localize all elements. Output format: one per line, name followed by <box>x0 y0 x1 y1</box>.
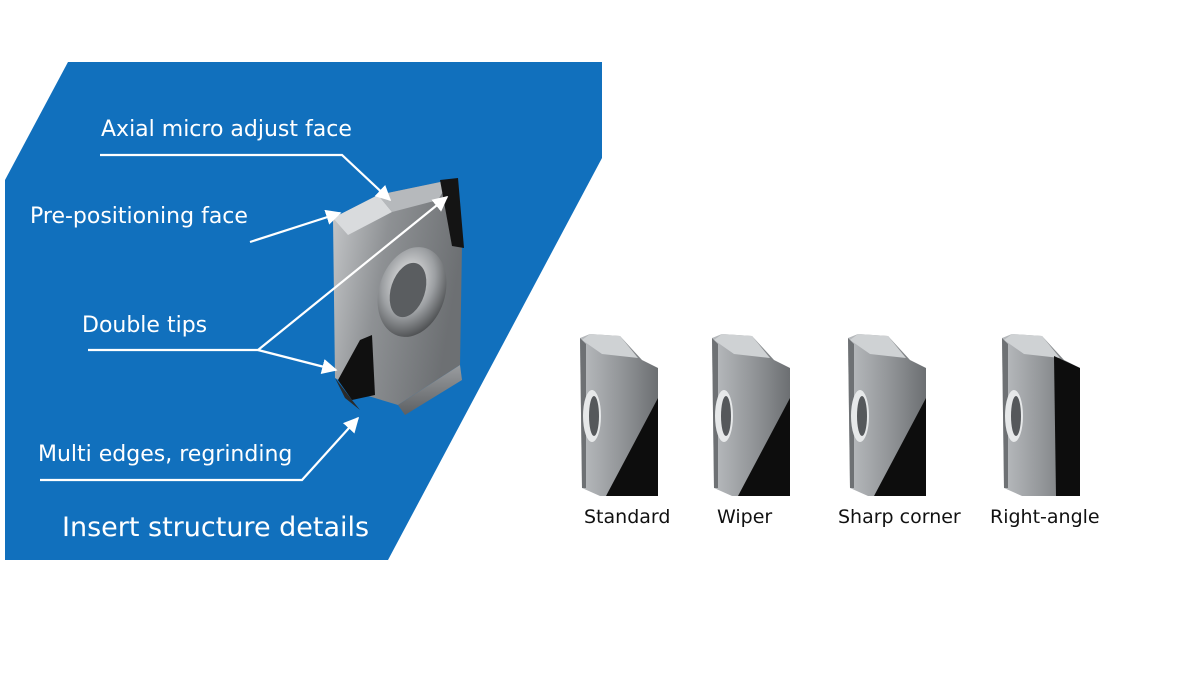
variant-insert-wiper-icon <box>712 334 790 496</box>
callout-prepositioning-label: Pre-positioning face <box>30 204 248 229</box>
variant-label-wiper: Wiper <box>717 506 773 528</box>
variant-label-sharp-corner: Sharp corner <box>838 506 961 528</box>
callout-lines <box>40 153 449 482</box>
callout-multi-edges-label: Multi edges, regrinding <box>38 442 293 467</box>
variant-label-right-angle: Right-angle <box>990 506 1100 528</box>
callout-double-tips-label: Double tips <box>82 313 208 338</box>
variant-insert-standard-icon <box>580 334 658 496</box>
variant-insert-sharp-corner-icon <box>848 334 926 496</box>
callout-axial-label: Axial micro adjust face <box>101 117 352 142</box>
variant-label-standard: Standard <box>584 506 671 528</box>
main-insert-icon <box>333 178 464 415</box>
variant-inserts <box>580 334 1080 496</box>
variant-insert-right-angle-icon <box>1002 334 1080 496</box>
panel-title: Insert structure details <box>62 512 370 543</box>
